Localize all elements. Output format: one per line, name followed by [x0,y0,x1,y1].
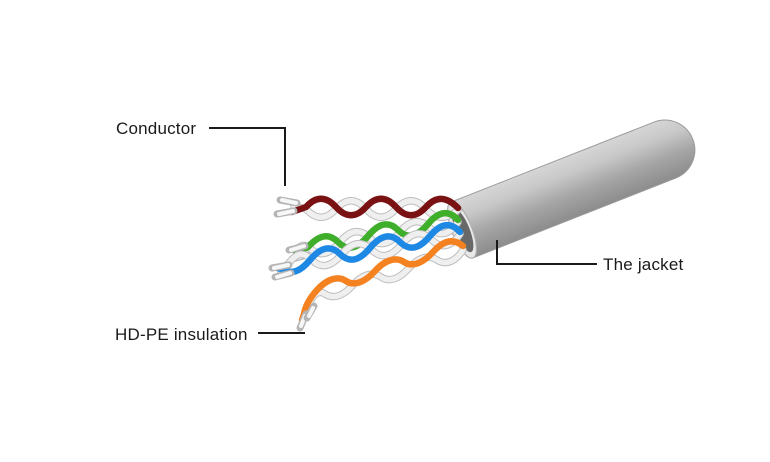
green-wire [292,210,462,256]
white-wire [291,198,461,221]
conductor-tip [277,209,295,216]
wire-pair-maroon [273,195,462,222]
leader-line-jacket [496,240,597,265]
leader-line-conductor [209,127,286,186]
wire-pairs [268,195,467,332]
orange-wire [298,238,467,324]
maroon-wire [288,195,462,219]
conductor-tip [280,198,298,205]
hd-pe-insulation-label: HD-PE insulation [115,325,248,344]
conductor-label: Conductor [116,119,197,138]
conductor-tip [289,244,306,252]
conductor-tip [272,263,290,270]
white-wire [302,247,466,317]
conductor-tip [275,271,292,279]
the-jacket-label: The jacket [603,255,684,274]
wire-pair-orange [296,238,467,332]
jacket-body [450,119,696,259]
wire-pair-blue [268,222,464,281]
blue-wire [274,222,464,276]
leader-lines [209,127,597,334]
conductor-tip [307,306,315,318]
cable-jacket [446,119,696,259]
